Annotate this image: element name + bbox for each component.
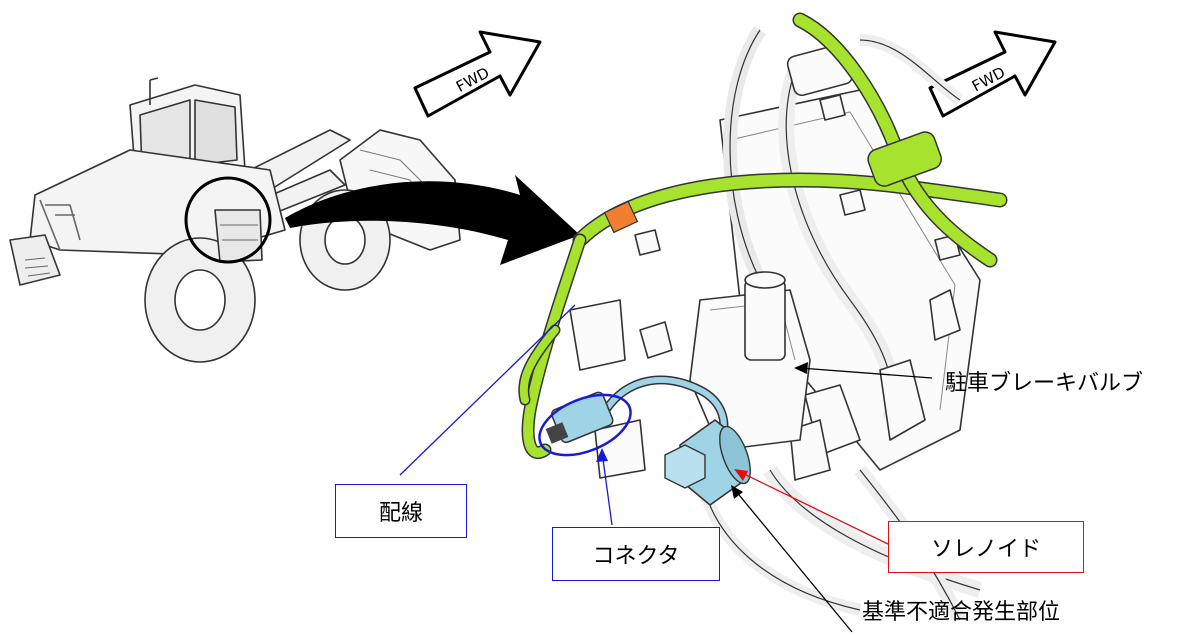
connector-leader-line bbox=[601, 451, 613, 526]
connector-callout: コネクタ bbox=[552, 527, 720, 581]
wiring-callout: 配線 bbox=[335, 484, 467, 538]
solenoid-callout: ソレノイド bbox=[888, 521, 1084, 573]
parking-brake-valve-label: 駐車ブレーキバルブ bbox=[945, 371, 1144, 396]
wiring-leader-line bbox=[399, 304, 576, 476]
nonconformity-site-label: 基準不適合発生部位 bbox=[862, 600, 1061, 625]
solenoid-part bbox=[664, 418, 751, 507]
connector-highlight bbox=[538, 393, 632, 457]
focus-circle bbox=[184, 176, 272, 264]
valve-leader-line bbox=[799, 367, 933, 379]
wiring-harness bbox=[518, 12, 1008, 459]
zoom-arrow bbox=[285, 175, 580, 265]
orange-clip bbox=[603, 200, 639, 234]
solenoid-leader-line bbox=[739, 471, 891, 546]
nonconformity-leader-line bbox=[734, 489, 853, 633]
fwd-arrow-left bbox=[413, 30, 542, 118]
